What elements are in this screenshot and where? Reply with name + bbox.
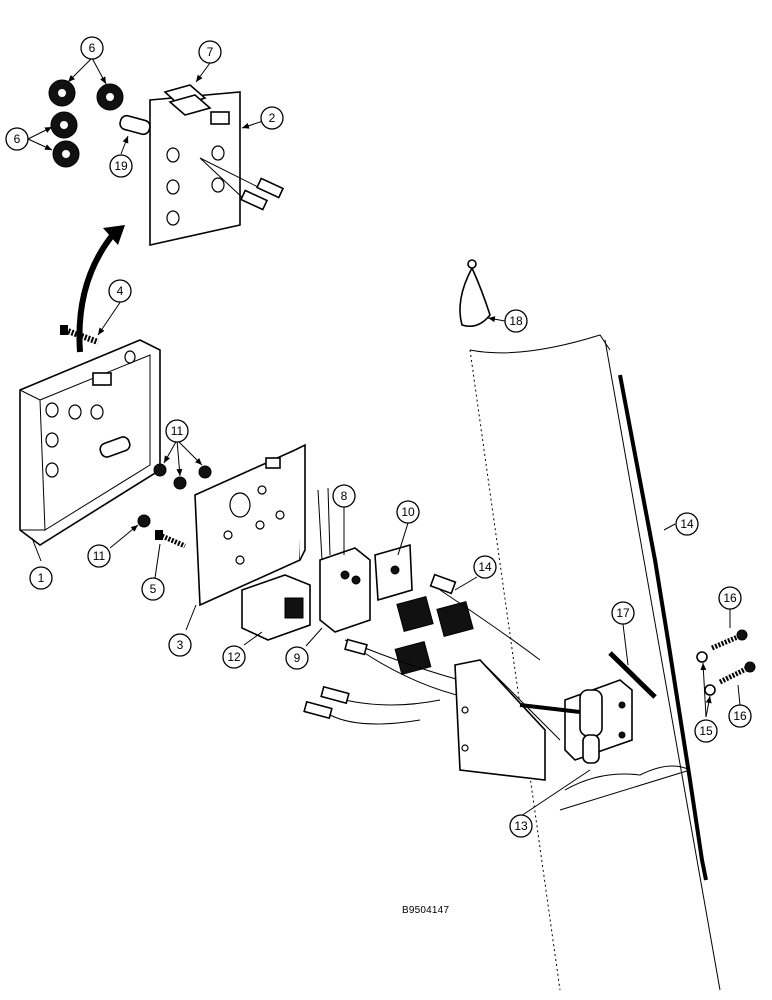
strap [459,259,491,328]
callout-12: 12 [222,645,246,669]
svg-text:16: 16 [733,709,747,723]
svg-text:7: 7 [207,45,214,59]
rod [608,651,657,699]
callout-6-top: 6 [80,36,104,60]
screw [60,325,100,345]
column-post [469,334,721,991]
lamp-holder [119,114,151,136]
svg-text:15: 15 [699,724,713,738]
side-panel [454,659,561,781]
knob [52,140,80,168]
svg-text:11: 11 [93,549,106,563]
bolt-set [696,629,756,696]
transformer [241,574,311,641]
svg-text:1: 1 [38,571,45,585]
callout-13: 13 [509,814,533,838]
switch-block [317,487,413,633]
valve [519,679,633,764]
svg-text:14: 14 [680,517,694,531]
knob [50,111,78,139]
knob-group [48,79,124,168]
callout-1: 1 [29,566,53,590]
svg-text:10: 10 [401,505,415,519]
leader-lines [27,57,741,817]
knob [96,83,124,111]
svg-text:18: 18 [509,314,523,328]
svg-text:16: 16 [723,591,737,605]
svg-text:12: 12 [227,650,241,664]
svg-text:17: 17 [616,606,630,620]
callout-15: 15 [694,719,718,743]
svg-text:6: 6 [89,41,96,55]
drawing-code: B9504147 [402,905,450,916]
svg-text:2: 2 [269,111,276,125]
callout-5: 5 [141,577,165,601]
callout-17: 17 [611,601,635,625]
callout-2: 2 [260,106,284,130]
svg-text:14: 14 [478,560,492,574]
callout-11-left: 11 [87,544,111,568]
callout-11-top: 11 [165,419,189,443]
callout-7: 7 [198,40,222,64]
svg-text:3: 3 [177,638,184,652]
svg-text:6: 6 [14,132,21,146]
callout-6-left: 6 [5,127,29,151]
callout-4: 4 [108,279,132,303]
svg-text:13: 13 [514,819,528,833]
callout-16-bottom: 16 [728,704,752,728]
callout-10: 10 [396,500,420,524]
callout-18: 18 [504,309,528,333]
callout-14-column: 14 [675,512,699,536]
svg-text:19: 19 [114,159,128,173]
callout-14-harness: 14 [473,555,497,579]
wiring-harness [303,573,541,725]
callout-9: 9 [285,646,309,670]
clip-part [163,84,212,116]
callout-16-top: 16 [718,586,742,610]
housing-box [19,339,161,546]
knob [48,79,76,107]
callout-3: 3 [168,633,192,657]
nut-group [137,463,212,528]
bolt [155,530,186,549]
callout-8: 8 [332,484,356,508]
callout-19: 19 [109,154,133,178]
svg-text:9: 9 [294,651,301,665]
svg-text:4: 4 [117,284,124,298]
svg-text:8: 8 [341,489,348,503]
svg-text:5: 5 [150,582,157,596]
svg-text:11: 11 [171,424,184,438]
mounting-bracket [194,443,306,607]
face-plate [149,91,285,246]
